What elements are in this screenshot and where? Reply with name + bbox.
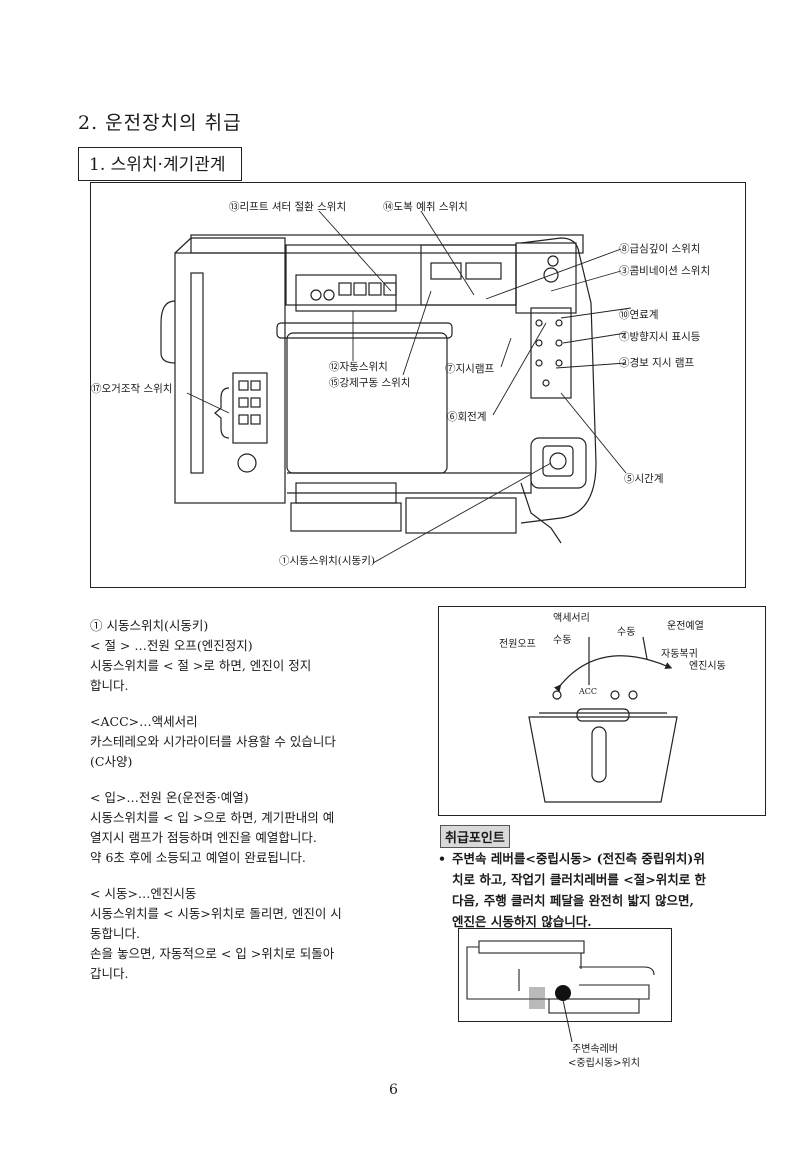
key-run-preheat-label: 운전예열 — [667, 621, 704, 632]
label-lodging-reap-switch: ⑭도복 예취 스위치 — [383, 201, 468, 213]
key-manual-right-label: 수동 — [617, 627, 636, 638]
caption-leader-line — [562, 1000, 573, 1043]
start-text-3: 손을 놓으면, 자동적으로 < 입 >위치로 되돌아 — [90, 946, 335, 961]
label-warning-lamp: ②경보 지시 램프 — [619, 357, 695, 369]
on-heading: < 입>…전원 온(운전중·예열) — [90, 790, 249, 805]
start-text-1: 시동스위치를 < 시동>위치로 돌리면, 엔진이 시 — [90, 906, 342, 921]
label-indicator-lamp: ⑦지시램프 — [445, 363, 495, 375]
label-forced-drive-switch: ⑮강제구동 스위치 — [329, 377, 411, 389]
tip-line-3: 다음, 주행 클러치 페달을 완전히 밟지 않으면, — [452, 893, 694, 908]
start-text-2: 동합니다. — [90, 926, 140, 941]
on-text-3: 약 6초 후에 소등되고 예열이 완료됩니다. — [90, 850, 306, 865]
label-hour-meter: ⑤시간계 — [624, 473, 664, 485]
dashboard-illustration — [160, 210, 632, 564]
gate-caption-1: 주변속레버 — [572, 1044, 618, 1055]
off-heading: < 절 > …전원 오프(엔진정지) — [90, 638, 253, 653]
tip-line-2: 치로 하고, 작업기 클러치레버를 <절>위치로 한 — [452, 872, 707, 887]
key-power-off-label: 전원오프 — [499, 639, 536, 650]
start-switch-title: ① 시동스위치(시동키) — [90, 618, 209, 633]
subsection-title: 1. 스위치·계기관계 — [78, 147, 242, 181]
handling-point-badge: 취급포인트 — [440, 825, 510, 848]
start-heading: < 시동>…엔진시동 — [90, 886, 197, 901]
bullet: • — [438, 851, 446, 866]
label-start-switch: ①시동스위치(시동키) — [279, 555, 375, 567]
key-acc-label: 액세서리 — [553, 613, 590, 624]
label-auto-switch: ⑫자동스위치 — [329, 361, 388, 373]
label-fuel-gauge: ⑩연료계 — [619, 309, 659, 321]
label-turn-indicator: ④방향지시 표시등 — [619, 331, 701, 343]
handling-point-text: • 주변속 레버를<중립시동> (전진측 중립위치)위 치로 하고, 작업기 클… — [438, 848, 768, 932]
key-auto-return-label: 자동복귀 — [661, 649, 698, 660]
section-title: 2. 운전장치의 취급 — [78, 112, 242, 134]
label-depth-switch: ⑧급심깊이 스위치 — [619, 243, 701, 255]
label-combination-switch: ③콤비네이션 스위치 — [619, 265, 711, 277]
on-text-2: 열지시 램프가 점등하며 엔진을 예열합니다. — [90, 830, 317, 845]
shift-gate-illustration — [466, 940, 655, 1014]
key-acc-mark: ACC — [579, 687, 598, 696]
tip-line-1: 주변속 레버를<중립시동> (전진측 중립위치)위 — [452, 851, 705, 866]
key-illustration — [528, 636, 678, 803]
tip-line-4: 엔진은 시동하지 않습니다. — [452, 914, 592, 929]
key-position-diagram: 액세서리 전원오프 수동 수동 운전예열 자동복귀 엔진시동 ACC — [438, 606, 766, 816]
shift-gate-diagram — [458, 928, 672, 1022]
key-engine-start-label: 엔진시동 — [689, 661, 726, 672]
body-text: ① 시동스위치(시동키) < 절 > …전원 오프(엔진정지) 시동스위치를 <… — [90, 616, 430, 984]
acc-text-2: (C사양) — [90, 754, 133, 769]
label-lift-shutter-switch: ⑬리프트 셔터 절환 스위치 — [229, 201, 347, 213]
off-text-2: 합니다. — [90, 678, 129, 693]
gate-caption-2: <중립시동>위치 — [568, 1058, 640, 1069]
acc-text-1: 카스테레오와 시가라이터를 사용할 수 있습니다 — [90, 734, 336, 749]
acc-heading: <ACC>…액세서리 — [90, 714, 198, 729]
page-number: 6 — [389, 1082, 398, 1098]
label-auger-switch: ⑰오거조작 스위치 — [91, 383, 173, 395]
off-text-1: 시동스위치를 < 절 >로 하면, 엔진이 정지 — [90, 658, 312, 673]
key-manual-left-label: 수동 — [553, 635, 572, 646]
label-tachometer: ⑥회전계 — [447, 411, 487, 423]
start-text-4: 갑니다. — [90, 966, 129, 981]
on-text-1: 시동스위치를 < 입 >으로 하면, 계기판내의 예 — [90, 810, 335, 825]
dashboard-figure: ⑬리프트 셔터 절환 스위치 ⑭도복 예취 스위치 ⑧급심깊이 스위치 ③콤비네… — [90, 182, 746, 588]
